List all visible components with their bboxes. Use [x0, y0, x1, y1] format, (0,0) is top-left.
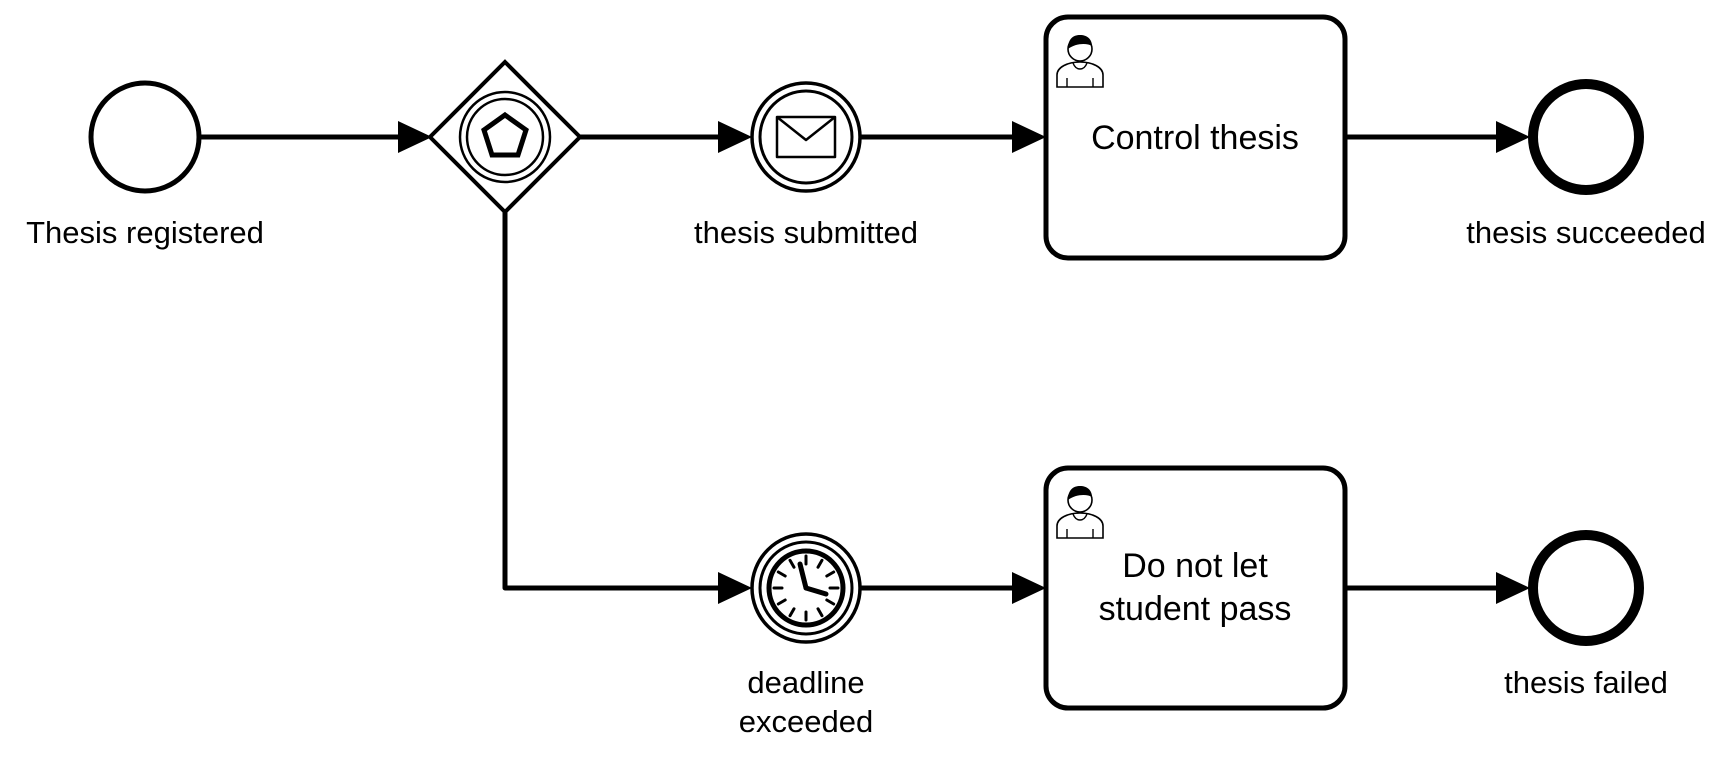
start-event-label: Thesis registered — [26, 215, 264, 250]
flow-message-to-control-task — [856, 121, 1046, 153]
flow-control-task-to-end — [1345, 121, 1530, 153]
message-catch-event[interactable] — [750, 81, 862, 193]
timer-event-label-line2: exceeded — [739, 704, 873, 739]
end-failed-label: thesis failed — [1504, 665, 1668, 700]
flow-gateway-to-message — [578, 121, 752, 153]
flow-fail-task-to-end — [1345, 572, 1530, 604]
task-control-label: Control thesis — [1091, 119, 1299, 157]
envelope-icon — [775, 115, 837, 159]
clock-icon — [766, 548, 846, 628]
end-event-succeeded[interactable] — [1528, 79, 1644, 195]
task-fail-label-line2: student pass — [1099, 590, 1292, 628]
timer-catch-event[interactable] — [750, 532, 862, 644]
end-event-failed[interactable] — [1528, 530, 1644, 646]
flow-timer-to-fail-task — [856, 572, 1046, 604]
flow-gateway-to-timer — [502, 212, 752, 604]
user-icon — [1056, 35, 1104, 88]
pentagon-icon — [481, 111, 529, 158]
sequence-flows — [200, 121, 1530, 604]
start-event[interactable] — [88, 80, 202, 194]
user-task-do-not-let-pass[interactable]: Do not let student pass — [1043, 465, 1348, 711]
end-succeeded-label: thesis succeeded — [1466, 215, 1706, 250]
event-based-gateway[interactable] — [427, 59, 583, 215]
flow-start-to-gateway — [200, 121, 432, 153]
user-icon — [1056, 486, 1104, 539]
timer-event-label-line1: deadline — [747, 665, 864, 700]
task-fail-label-line1: Do not let — [1122, 547, 1268, 585]
message-event-label: thesis submitted — [694, 215, 918, 250]
user-task-control-thesis[interactable]: Control thesis — [1043, 14, 1348, 261]
